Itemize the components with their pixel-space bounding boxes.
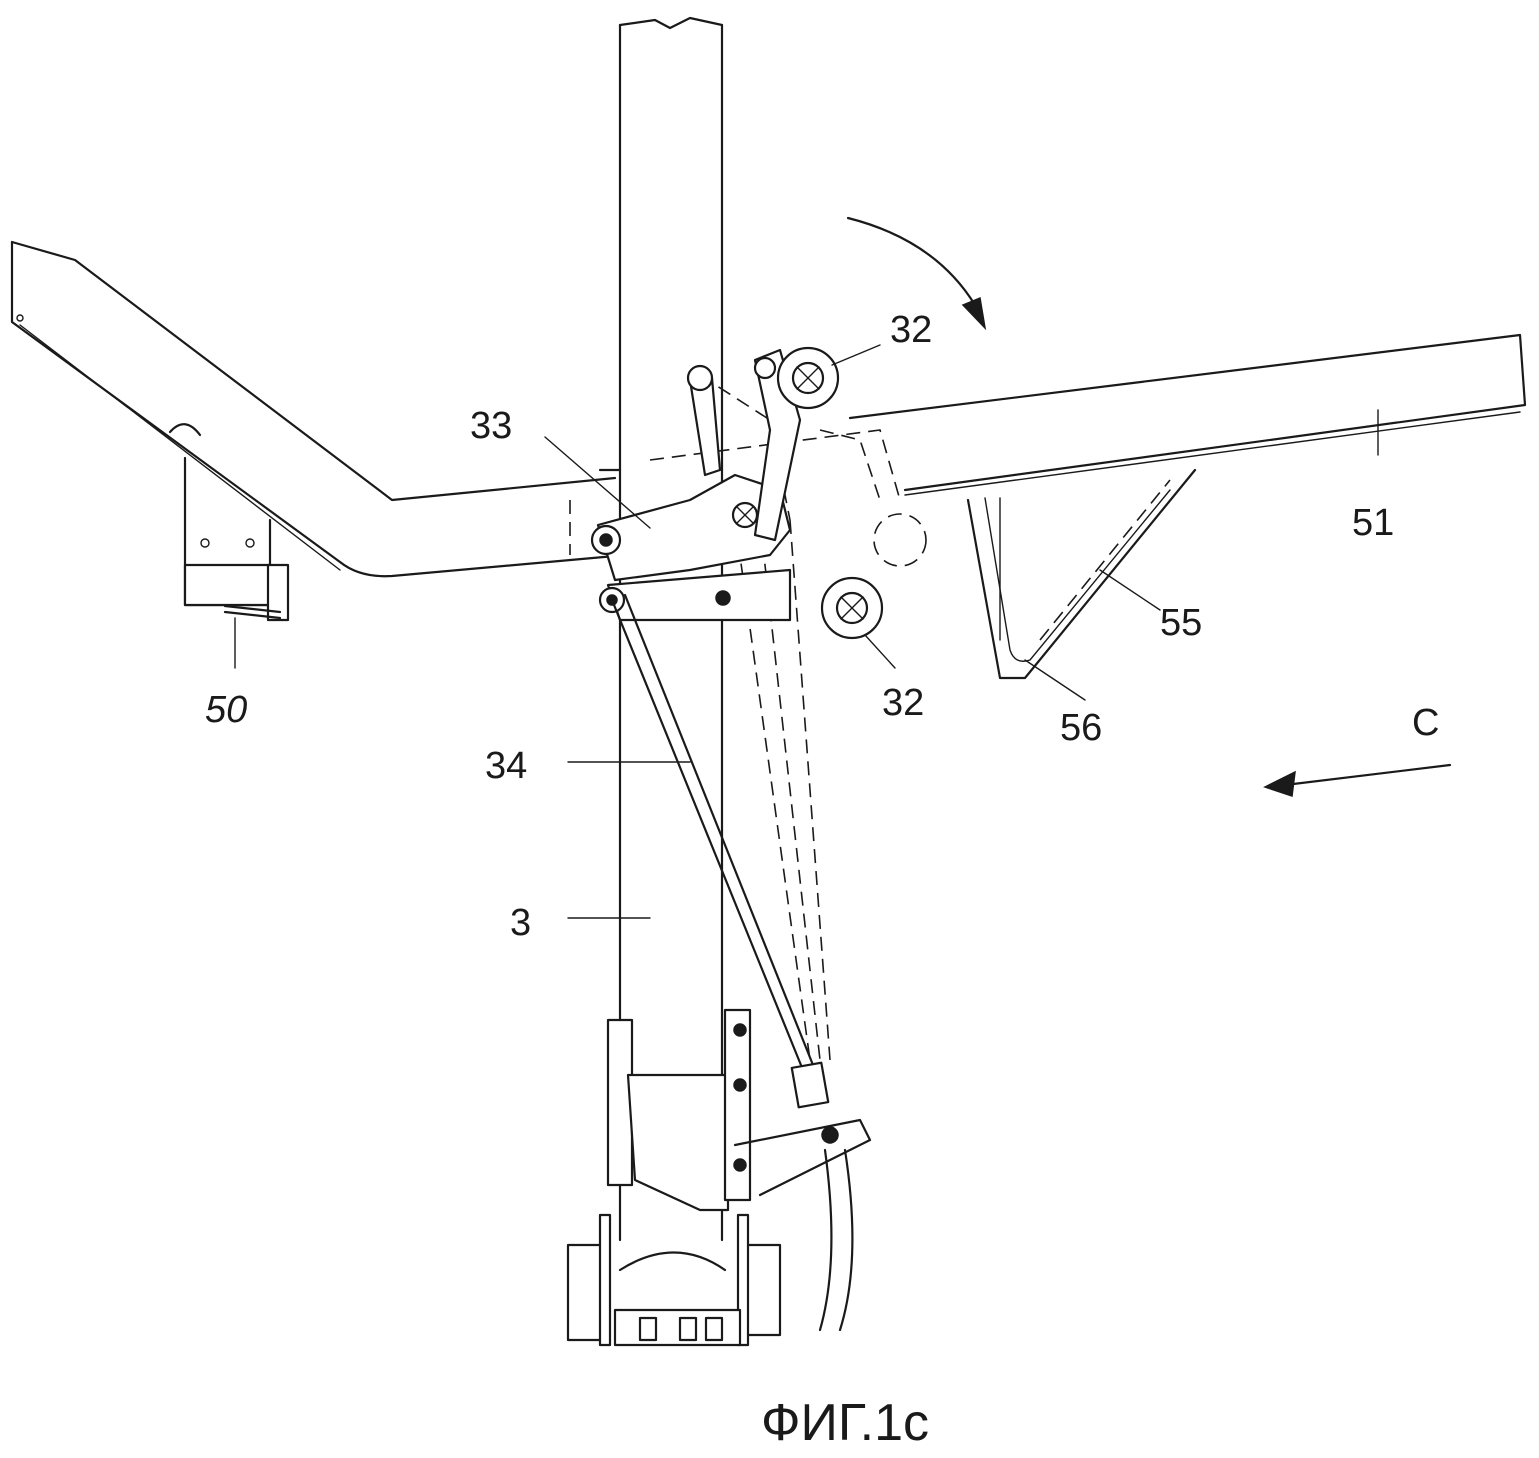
label-32-bottom: 32	[882, 682, 924, 724]
label-55: 55	[1160, 602, 1202, 644]
roller-32-bottom	[820, 513, 927, 640]
dashed-positions	[569, 374, 901, 1061]
rotation-arrow	[846, 216, 987, 331]
label-56: 56	[1060, 707, 1102, 749]
strut-34	[610, 593, 830, 1109]
label-51: 51	[1352, 502, 1394, 544]
base-wheels	[566, 1213, 782, 1347]
vertical-mast	[618, 16, 724, 1242]
label-c: C	[1412, 702, 1439, 744]
plate-33	[590, 468, 792, 622]
bracket-50	[183, 456, 290, 622]
figure-caption: ФИГ.1с	[761, 1394, 929, 1452]
gusset-55	[966, 468, 1197, 680]
label-32-top: 32	[890, 309, 932, 351]
label-34: 34	[485, 745, 527, 787]
label-50: 50	[205, 689, 247, 731]
lower-assembly	[606, 1008, 872, 1212]
label-3: 3	[510, 902, 531, 944]
hose	[818, 1148, 854, 1332]
direction-arrow-c	[1263, 763, 1452, 798]
label-33: 33	[470, 405, 512, 447]
right-beam-51	[848, 333, 1527, 496]
leader-lines	[234, 344, 1379, 919]
left-arm	[10, 240, 617, 578]
roller-32-top	[776, 346, 840, 410]
